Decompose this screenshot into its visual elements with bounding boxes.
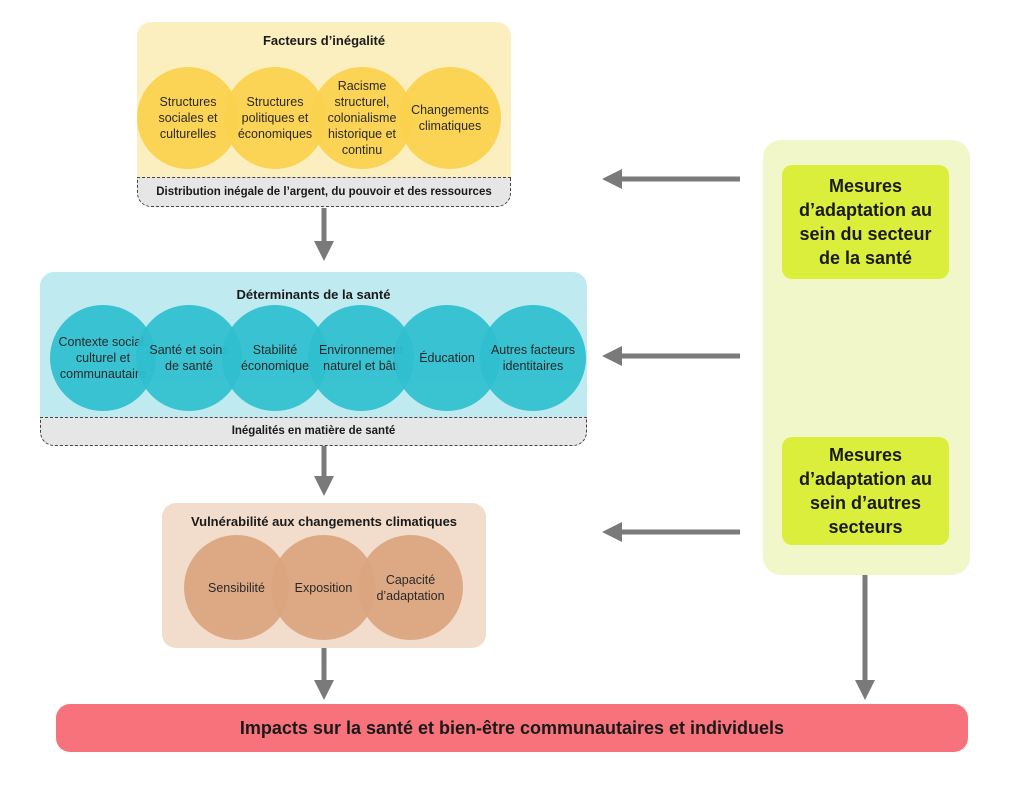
vulnerability-title: Vulnérabilité aux changements climatique… [190,514,458,529]
factors-title: Facteurs d’inégalité [262,33,386,48]
determinants-title: Déterminants de la santé [236,287,391,302]
adaptation-health-sector-box: Mesures d’adaptation au sein du secteur … [782,165,949,279]
determinant-circle: Environnement naturel et bâti [308,305,414,411]
factor-circle: Structures politiques et économiques [224,67,326,169]
determinants-panel: Déterminants de la santé Contexte social… [40,272,587,446]
factor-circle: Racisme structurel, colonialisme histori… [311,67,413,169]
adaptation-other-sectors-box: Mesures d’adaptation au sein d’autres se… [782,437,949,545]
determinants-strip: Inégalités en matière de santé [40,417,587,446]
factor-circle: Structures sociales et culturelles [137,67,239,169]
determinant-circle: Autres facteurs identitaires [480,305,586,411]
impacts-banner: Impacts sur la santé et bien-être commun… [56,704,968,752]
factors-strip: Distribution inégale de l’argent, du pou… [137,177,511,207]
vulnerability-panel: Vulnérabilité aux changements climatique… [162,503,486,648]
factors-panel: Facteurs d’inégalité Structures sociales… [137,22,511,207]
factor-circle: Changements climatiques [399,67,501,169]
vulnerability-circle: Capacité d’adaptation [358,535,463,640]
